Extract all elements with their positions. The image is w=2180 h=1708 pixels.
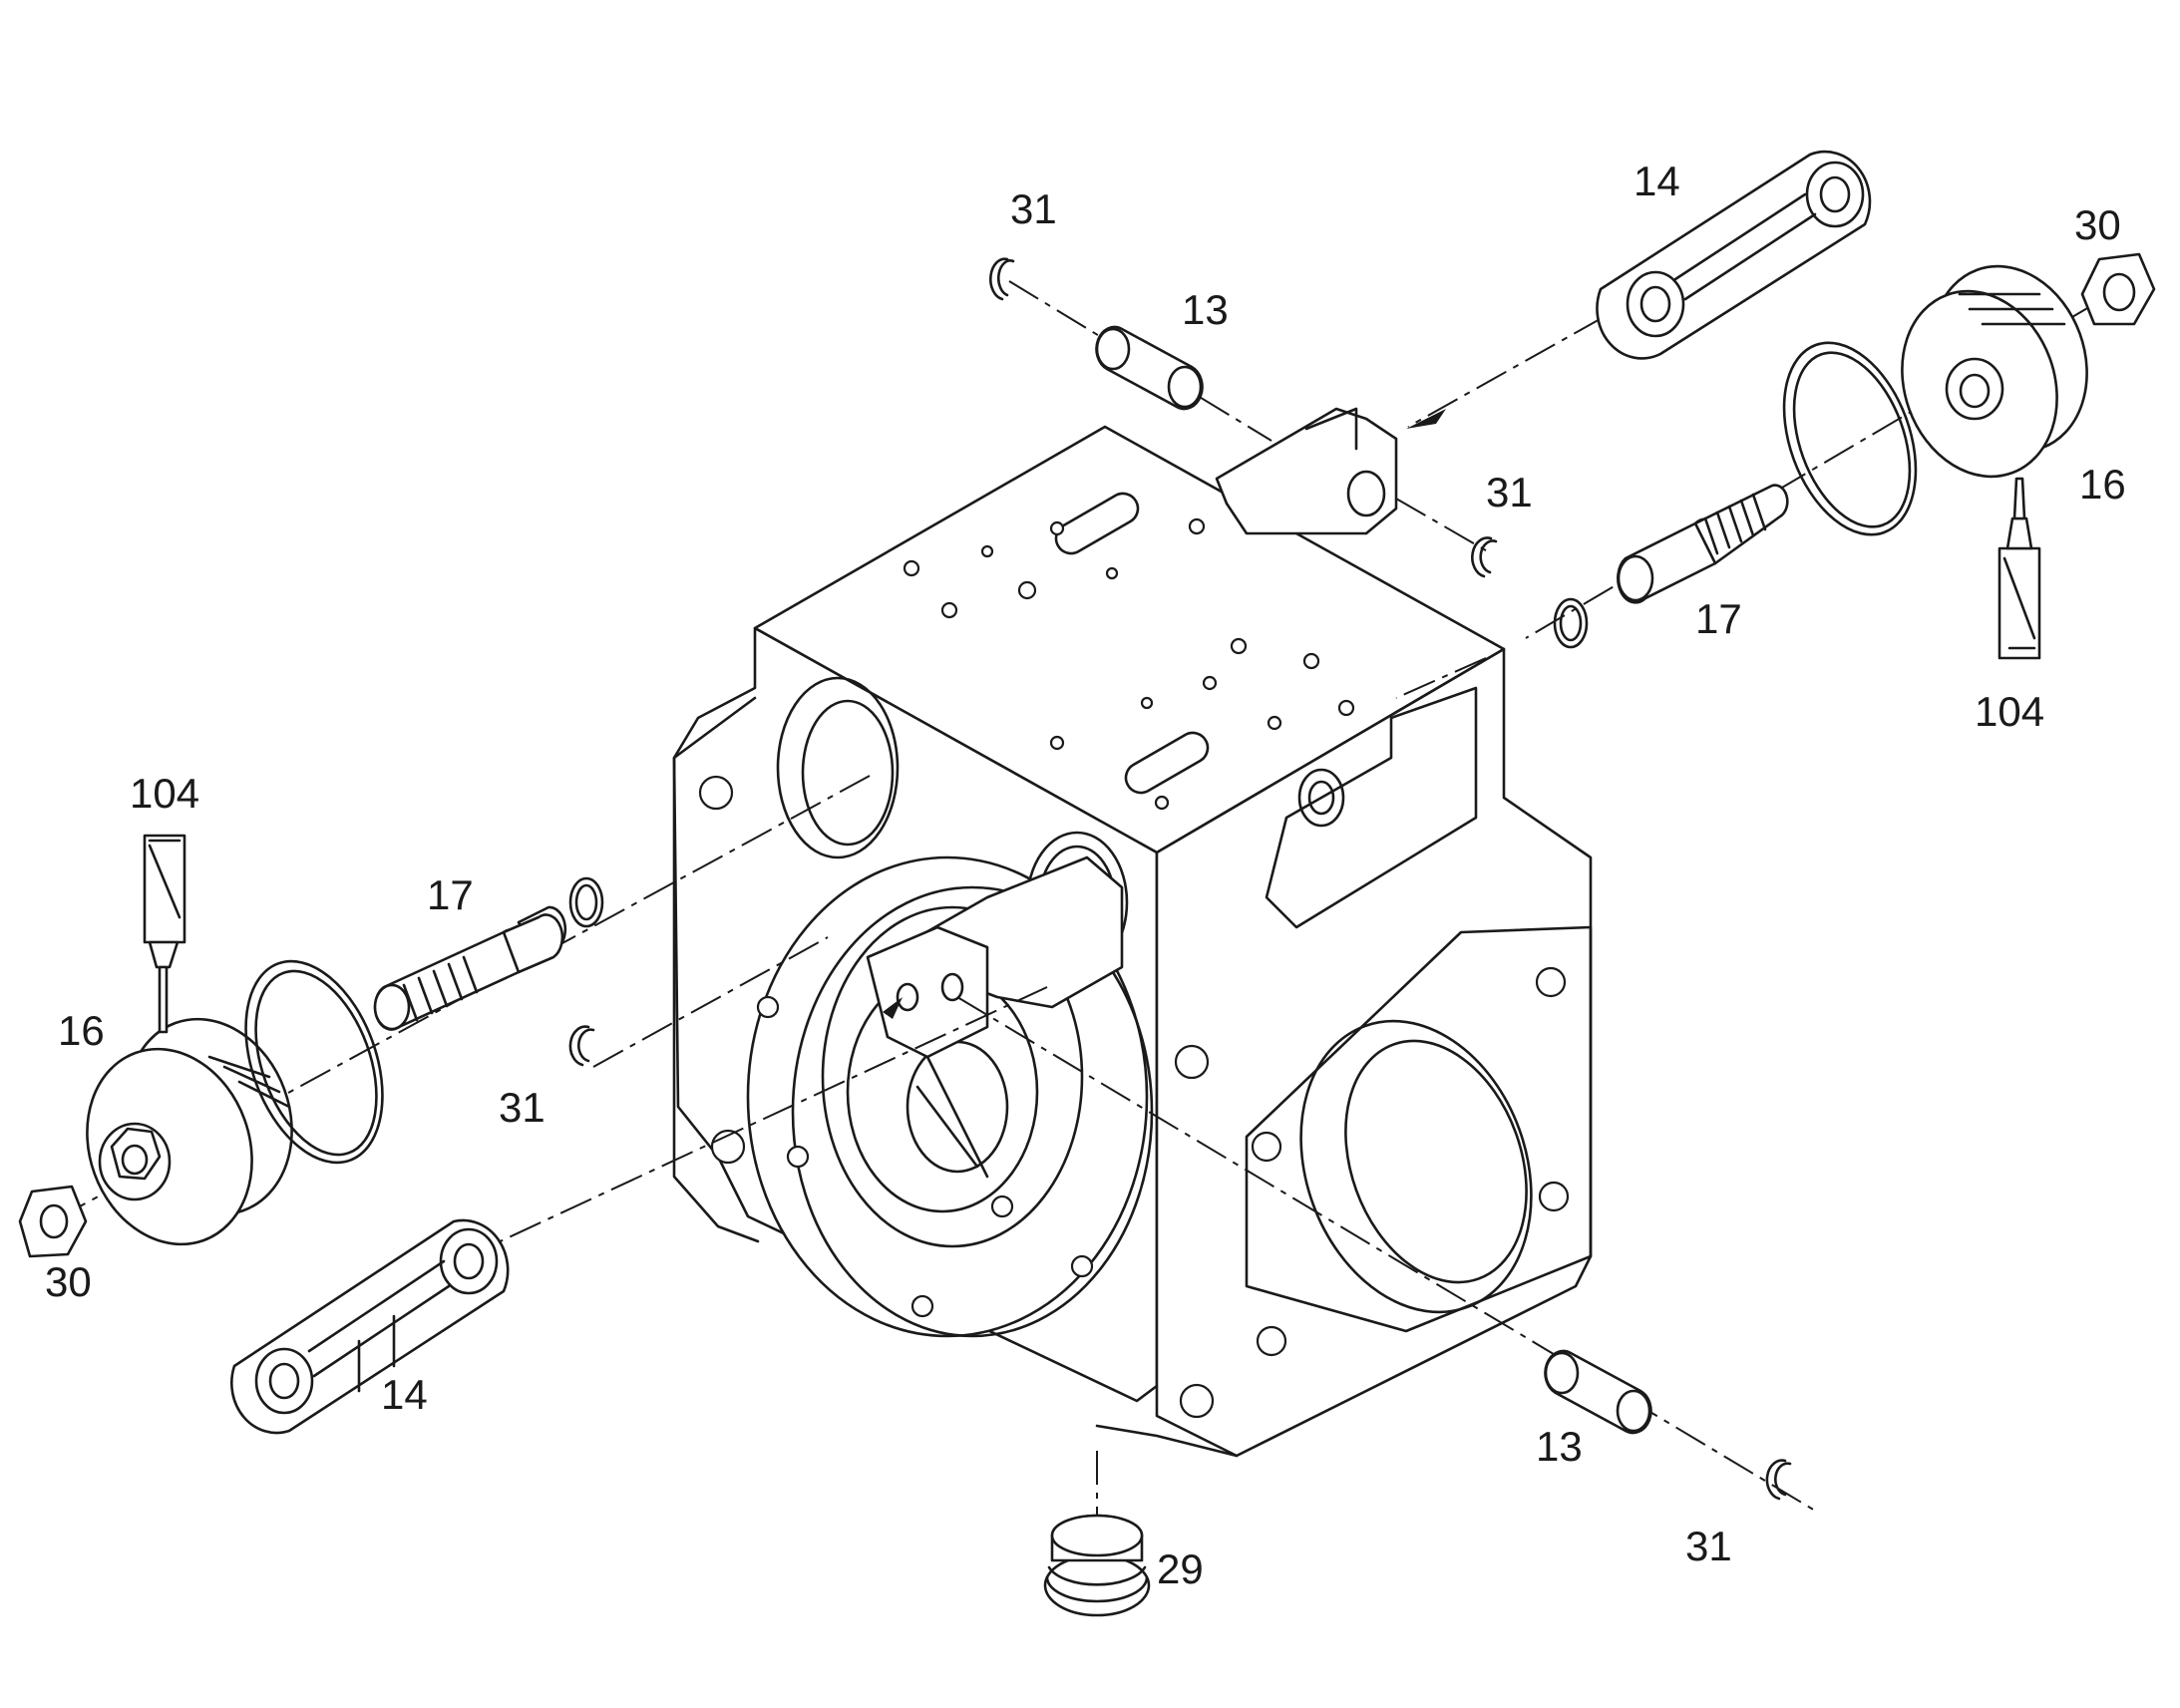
callout-31-bottom: 31 bbox=[1685, 1523, 1732, 1569]
part-16-cap-right bbox=[1901, 264, 2088, 479]
part-17-screw-right bbox=[1617, 484, 1789, 604]
callout-13-bottom: 13 bbox=[1536, 1423, 1583, 1470]
part-30-nut-left bbox=[18, 1185, 88, 1258]
top-lever-arm bbox=[1215, 407, 1398, 535]
part-17-screw-left bbox=[373, 905, 567, 1031]
part-31-ring-top bbox=[989, 257, 1015, 301]
callout-31-top: 31 bbox=[1010, 185, 1057, 232]
part-104-tube-right bbox=[1998, 477, 2041, 660]
callout-30-left: 30 bbox=[45, 1258, 92, 1305]
small-ring-right bbox=[1553, 597, 1589, 649]
callout-13-top: 13 bbox=[1182, 286, 1229, 333]
callout-labels: 31 13 14 30 16 31 17 104 104 17 16 31 30… bbox=[45, 158, 2126, 1592]
part-30-nut-right bbox=[2080, 252, 2156, 326]
callout-104-left: 104 bbox=[130, 770, 199, 817]
front-bore-upper bbox=[776, 676, 900, 859]
callout-14-top: 14 bbox=[1634, 158, 1680, 204]
callout-14-left: 14 bbox=[381, 1371, 428, 1418]
pump-housing bbox=[672, 407, 1593, 1458]
part-13-pin-top bbox=[1095, 325, 1204, 411]
part-13-pin-bottom bbox=[1544, 1349, 1652, 1435]
front-lever-arm bbox=[866, 831, 1129, 1059]
part-31-ring-left bbox=[568, 1025, 595, 1067]
part-14-link-left bbox=[230, 1218, 510, 1435]
o-ring-right bbox=[1782, 341, 1918, 536]
callout-31-left: 31 bbox=[499, 1084, 545, 1131]
part-104-tube-left bbox=[143, 834, 186, 1034]
top-face-holes bbox=[903, 492, 1355, 811]
callout-104-right: 104 bbox=[1975, 688, 2044, 735]
callout-31-mid-right: 31 bbox=[1486, 469, 1533, 515]
callout-16-left: 16 bbox=[58, 1007, 105, 1054]
part-31-ring-mid bbox=[1471, 536, 1498, 578]
part-31-ring-bottom bbox=[1765, 1459, 1792, 1501]
part-14-link-top bbox=[1596, 150, 1872, 360]
callout-29: 29 bbox=[1157, 1545, 1204, 1592]
callout-17-right: 17 bbox=[1695, 595, 1742, 642]
side-port bbox=[1245, 925, 1593, 1357]
callout-30-right: 30 bbox=[2074, 201, 2121, 248]
callout-16-right: 16 bbox=[2079, 461, 2126, 508]
callout-17-left: 17 bbox=[427, 871, 474, 918]
upper-bracket bbox=[1265, 686, 1478, 929]
small-ring-left bbox=[568, 876, 604, 928]
part-29-plug bbox=[1043, 1514, 1151, 1617]
o-ring-left bbox=[244, 959, 384, 1165]
